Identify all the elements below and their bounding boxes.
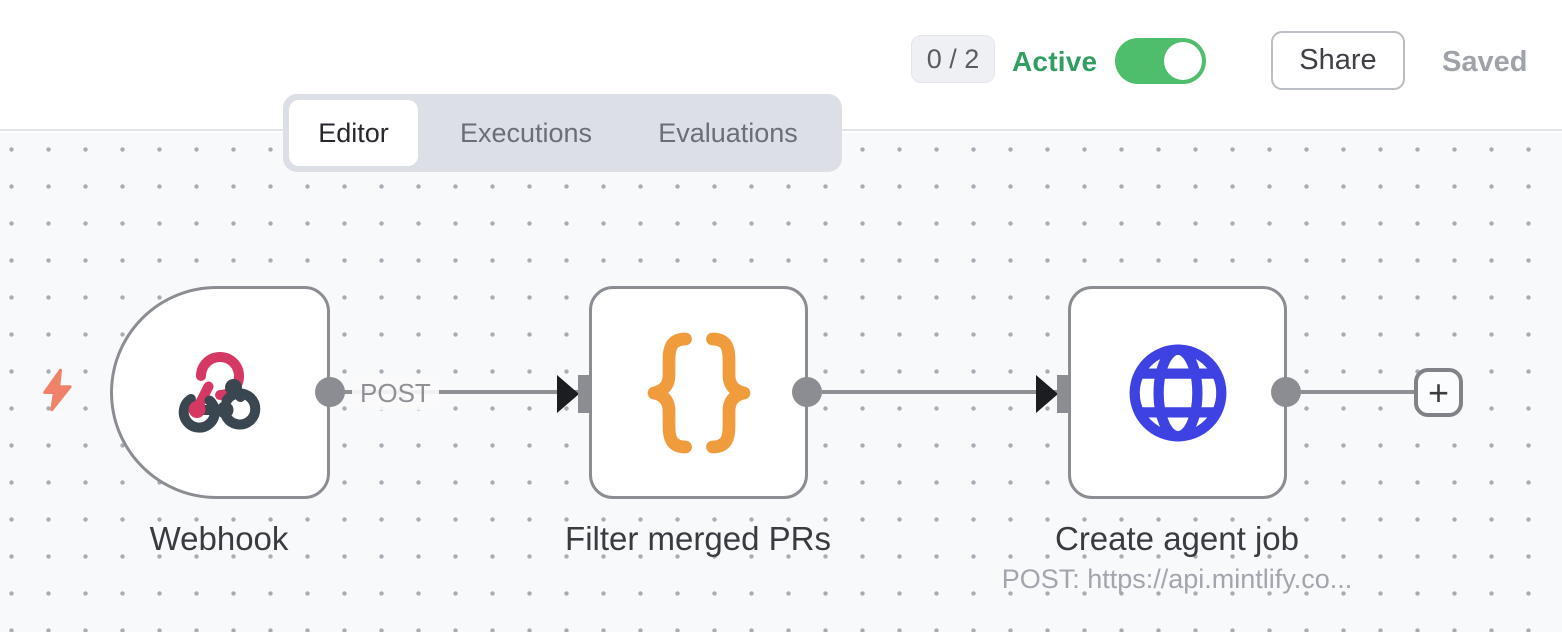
issues-count-badge[interactable]: 0 / 2 <box>911 35 995 83</box>
output-port-filter[interactable] <box>792 377 822 407</box>
toggle-knob-icon <box>1164 42 1202 80</box>
connection-create-to-add[interactable] <box>1301 390 1416 394</box>
view-tabs: Editor Executions Evaluations <box>283 94 842 172</box>
webhook-icon <box>178 351 261 433</box>
tab-editor[interactable]: Editor <box>289 100 418 166</box>
tab-executions[interactable]: Executions <box>459 117 593 148</box>
add-node-button[interactable]: + <box>1414 368 1463 417</box>
node-filter-merged-prs[interactable] <box>589 286 808 499</box>
active-toggle[interactable] <box>1115 38 1206 84</box>
active-label: Active <box>1012 46 1098 77</box>
connection-filter-to-create[interactable] <box>822 390 1057 394</box>
node-title-create: Create agent job <box>1054 520 1299 557</box>
code-braces-icon <box>647 332 750 453</box>
trigger-bolt-icon <box>43 368 72 412</box>
connection-method-label: POST <box>352 377 439 410</box>
node-create-agent-job[interactable] <box>1068 286 1287 499</box>
workflow-canvas[interactable]: POST <box>0 133 1562 632</box>
output-port-create[interactable] <box>1271 377 1301 407</box>
connection-webhook-to-filter[interactable] <box>333 390 578 394</box>
arrowhead-icon <box>557 375 579 413</box>
node-title-webhook: Webhook <box>149 520 289 557</box>
globe-icon <box>1129 344 1226 441</box>
node-title-filter: Filter merged PRs <box>565 520 831 557</box>
tab-evaluations[interactable]: Evaluations <box>658 117 798 148</box>
save-status: Saved <box>1442 46 1528 78</box>
node-webhook[interactable] <box>110 286 330 499</box>
share-button[interactable]: Share <box>1271 31 1405 90</box>
node-subtitle-create: POST: https://api.mintlify.co... <box>1001 564 1353 594</box>
output-port-webhook[interactable] <box>315 377 345 407</box>
arrowhead-icon <box>1036 375 1058 413</box>
